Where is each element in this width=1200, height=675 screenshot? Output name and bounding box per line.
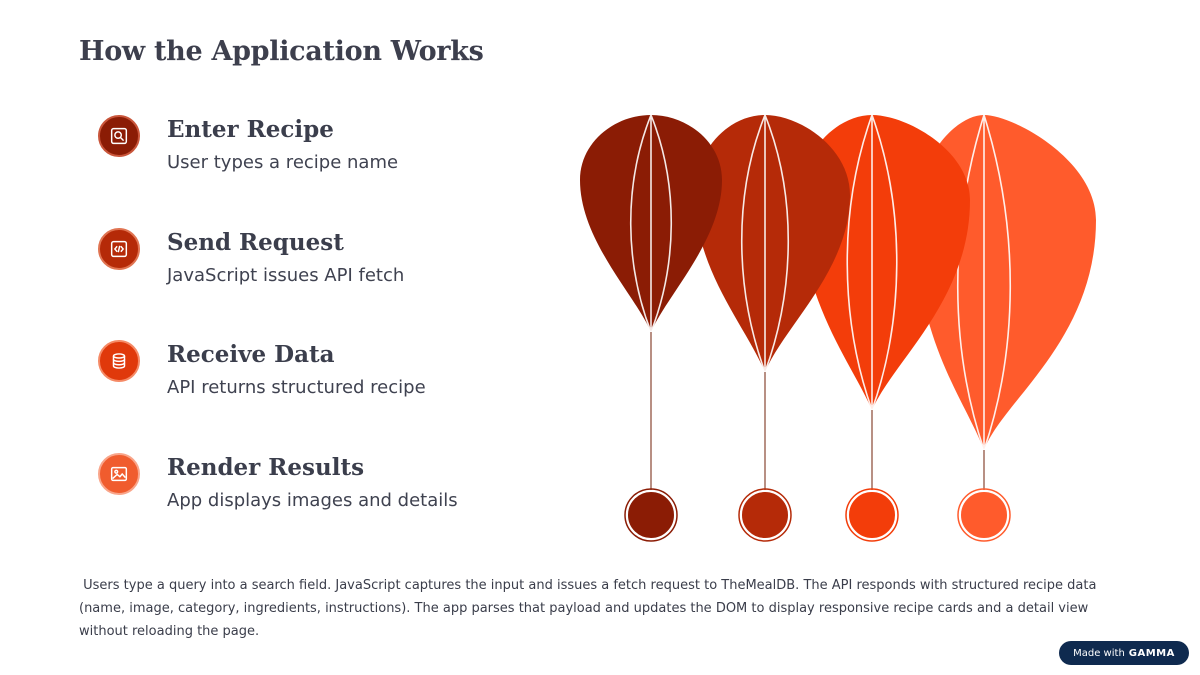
database-icon — [112, 353, 126, 369]
image-icon — [110, 466, 128, 482]
step-heading: Send Request — [167, 229, 344, 256]
step-icon-circle — [98, 228, 140, 270]
code-icon — [110, 240, 128, 258]
badge-prefix: Made with — [1073, 647, 1125, 659]
step-icon-circle — [98, 453, 140, 495]
step-description: API returns structured recipe — [167, 377, 426, 398]
step-heading: Enter Recipe — [167, 116, 334, 143]
step-heading: Render Results — [167, 454, 365, 481]
summary-paragraph: Users type a query into a search field. … — [79, 578, 1101, 639]
step-heading: Receive Data — [167, 341, 335, 368]
step-icon-circle — [98, 340, 140, 382]
page-title: How the Application Works — [79, 36, 484, 67]
step-description: User types a recipe name — [167, 152, 399, 173]
step-icon-circle — [98, 115, 140, 157]
balloon-illustration — [580, 114, 1096, 542]
made-with-gamma-badge[interactable]: Made with GAMMA — [1059, 641, 1189, 665]
balloon-2 — [695, 114, 850, 542]
badge-brand-logo: GAMMA — [1128, 647, 1175, 659]
step-description: JavaScript issues API fetch — [167, 265, 405, 286]
step-description: App displays images and details — [167, 490, 458, 511]
search-icon — [110, 127, 128, 145]
balloon-1 — [580, 114, 722, 542]
